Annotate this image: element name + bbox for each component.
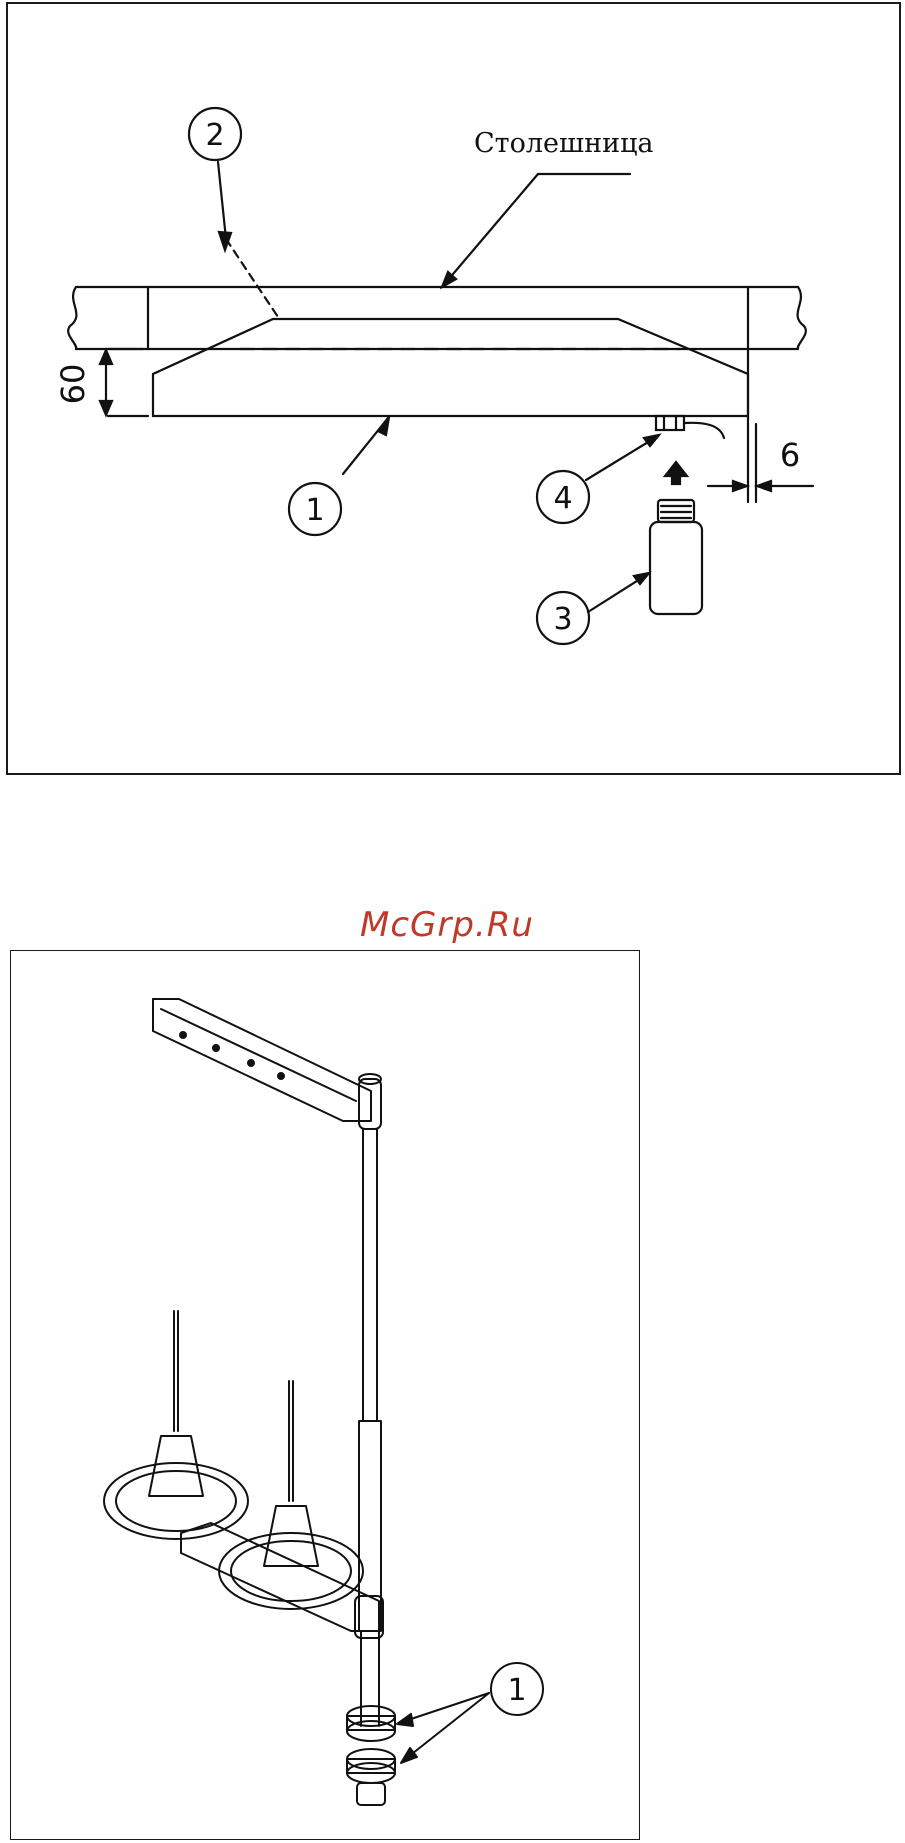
pole-foot bbox=[357, 1783, 385, 1805]
tabletop-break-left bbox=[68, 287, 76, 349]
bottom-diagram-panel: 1 bbox=[10, 950, 640, 1840]
dim-arrow-up bbox=[100, 350, 112, 364]
callout-1-leader-b bbox=[403, 1693, 489, 1761]
spool-cone-1 bbox=[149, 1436, 203, 1496]
dim-arrow-down bbox=[100, 401, 112, 415]
tabletop-installation-diagram: Столешница 2 1 4 3 60 6 bbox=[8, 4, 903, 777]
thread-stand-diagram: 1 bbox=[11, 951, 641, 1841]
callout-number-1: 1 bbox=[305, 493, 324, 528]
tabletop-label: Столешница bbox=[474, 128, 654, 159]
callout-number-4: 4 bbox=[553, 481, 572, 516]
callout-number-1-bottom: 1 bbox=[507, 1673, 526, 1708]
spool-plate-1 bbox=[104, 1463, 248, 1539]
watermark-text: McGrp.Ru bbox=[360, 905, 560, 945]
callout-number-2: 2 bbox=[205, 118, 224, 153]
drain-fitting bbox=[656, 416, 684, 430]
callout-number-3: 3 bbox=[553, 602, 572, 637]
oil-bottle bbox=[650, 522, 702, 614]
tabletop-leader bbox=[442, 174, 538, 287]
spool-plate-2 bbox=[219, 1533, 363, 1609]
drain-spout bbox=[684, 423, 724, 438]
insert-arrow bbox=[665, 462, 687, 484]
tabletop-break-right bbox=[798, 287, 806, 349]
oil-pan-outline bbox=[153, 319, 748, 416]
top-arm-bracket bbox=[153, 999, 371, 1121]
top-diagram-panel: Столешница 2 1 4 3 60 6 bbox=[6, 2, 901, 775]
dimension-6-label: 6 bbox=[780, 436, 800, 474]
spool-cone-2 bbox=[264, 1506, 318, 1566]
dimension-60-label: 60 bbox=[54, 364, 92, 405]
callout-2-leader bbox=[218, 162, 226, 239]
